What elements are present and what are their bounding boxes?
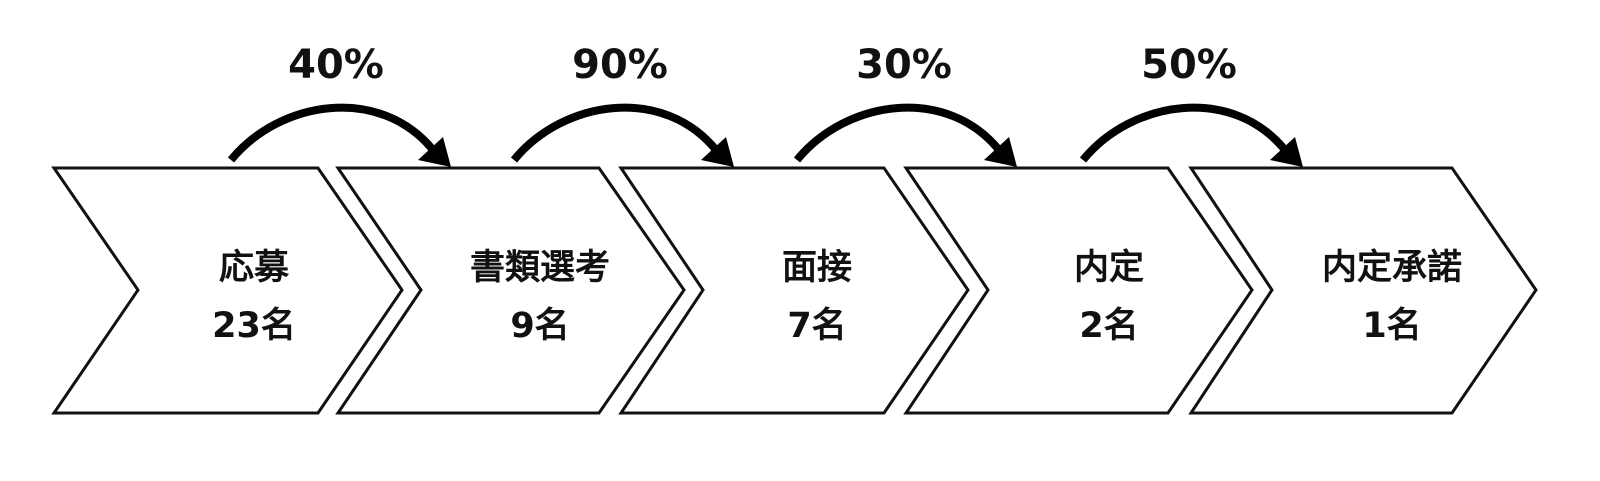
conversion-arrow-1: 40%	[227, 42, 451, 167]
stage-5-chevron	[1188, 166, 1538, 415]
conversion-arrow-4: 50%	[1079, 42, 1303, 167]
curved-arrow-icon	[227, 103, 437, 163]
conversion-rate-2: 90%	[572, 42, 668, 88]
conversion-rate-3: 30%	[856, 42, 952, 88]
stage-4-chevron	[903, 166, 1254, 415]
curved-arrow-icon	[1079, 103, 1289, 163]
conversion-rate-4: 50%	[1141, 42, 1237, 88]
conversion-arrow-2: 90%	[510, 42, 734, 167]
stage-5-name: 内定承諾	[1322, 248, 1462, 288]
curved-arrow-icon	[793, 103, 1003, 163]
conversion-arrow-3: 30%	[793, 42, 1017, 167]
stage-2-count: 9名	[510, 306, 569, 346]
stage-4-name: 内定	[1074, 248, 1144, 288]
arrowhead-icon	[1270, 137, 1303, 167]
conversion-rate-1: 40%	[288, 42, 384, 88]
stage-3: 面接 7名	[618, 166, 970, 415]
stage-5: 内定承諾 1名	[1188, 166, 1538, 415]
curved-arrow-icon	[510, 103, 720, 163]
stage-1-count: 23名	[212, 306, 296, 346]
stage-3-count: 7名	[787, 306, 846, 346]
stage-3-name: 面接	[782, 248, 852, 288]
stage-3-chevron	[618, 166, 970, 415]
stage-1-name: 応募	[219, 248, 290, 288]
stage-2: 書類選考 9名	[335, 166, 686, 415]
stage-2-name: 書類選考	[470, 248, 610, 288]
stage-4: 内定 2名	[903, 166, 1254, 415]
stage-1-chevron	[51, 166, 404, 415]
stage-4-count: 2名	[1079, 306, 1138, 346]
stage-1: 応募 23名	[51, 166, 404, 415]
arrowhead-icon	[701, 137, 734, 167]
arrowhead-icon	[418, 137, 451, 167]
stage-2-chevron	[335, 166, 686, 415]
stage-5-count: 1名	[1362, 306, 1421, 346]
arrowhead-icon	[984, 137, 1017, 167]
